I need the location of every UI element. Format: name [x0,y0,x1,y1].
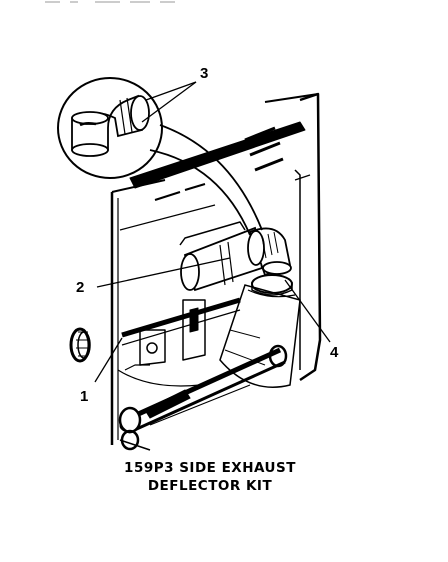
caption-title-line2: DEFLECTOR KIT [147,478,273,494]
exhaust-elbow [247,227,292,277]
callout-4: 4 [330,344,339,361]
callout-3: 3 [200,65,208,82]
leader-lines [94,81,331,383]
leader-line-3a [145,81,197,101]
leader-line-2 [96,257,231,288]
leader-line-1 [94,337,123,383]
detail-inset [57,77,263,236]
drive-belt [118,344,288,451]
caption-title-line1: 159P3 SIDE EXHAUST [124,460,296,476]
dryer-cabinet [110,92,322,451]
leader-line-4 [284,279,331,343]
callout-1: 1 [80,388,88,405]
leader-line-3b [141,81,197,123]
callout-2: 2 [76,279,84,296]
side-exhaust-opening [69,327,91,363]
